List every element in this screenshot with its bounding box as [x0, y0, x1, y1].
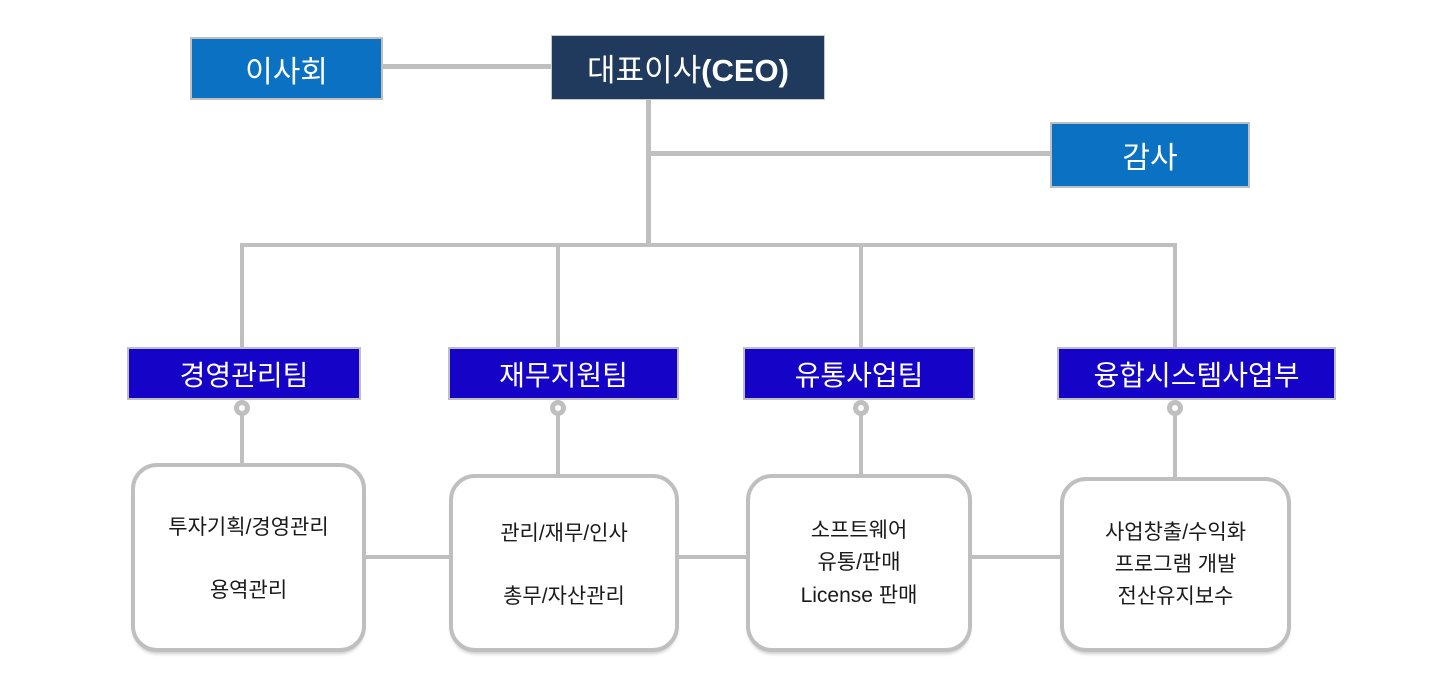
node-ceo: 대표이사(CEO): [551, 35, 825, 100]
connector-stem-duty4: [1173, 404, 1177, 479]
connection-dot-dept3: [853, 400, 869, 416]
duty-line: 관리/재무/인사: [500, 521, 628, 545]
duty-box-distribution: 소프트웨어 유통/판매 License 판매: [746, 474, 972, 652]
connection-dot-dept4: [1167, 400, 1183, 416]
duty-box-convergence: 사업창출/수익화 프로그램 개발 전산유지보수: [1060, 477, 1291, 652]
connector-board-ceo: [383, 64, 551, 69]
duty-line: 사업창출/수익화: [1104, 520, 1247, 544]
node-dept-label: 경영관리팀: [179, 359, 309, 391]
connector-stem-duty2: [556, 404, 560, 476]
node-dept-label: 재무지원팀: [499, 359, 628, 391]
connector-drop-dept1: [240, 245, 244, 347]
node-ceo-label: 대표이사(CEO): [587, 45, 789, 90]
node-dept-distribution: 유통사업팀: [743, 347, 975, 400]
node-dept-convergence: 융합시스템사업부: [1057, 347, 1336, 400]
node-ceo-label-en: (CEO): [701, 53, 789, 88]
duty-line: 유통/판매: [817, 551, 901, 575]
node-dept-label: 유통사업팀: [794, 359, 924, 391]
connector-duty1-duty2: [366, 555, 451, 559]
connector-stem-duty1: [240, 404, 244, 465]
connector-distribution-bar: [240, 243, 1177, 247]
duty-line: 용역관리: [209, 579, 288, 602]
connector-duty2-duty3: [679, 555, 746, 559]
duty-line: License 판매: [800, 583, 918, 607]
node-board-label: 이사회: [245, 55, 328, 89]
node-board: 이사회: [190, 37, 383, 100]
connector-duty3-duty4: [971, 555, 1061, 559]
duty-box-finance: 관리/재무/인사 총무/자산관리: [449, 474, 679, 652]
duty-line: 투자기획/경영관리: [168, 516, 329, 539]
node-dept-label: 융합시스템사업부: [1093, 359, 1300, 391]
connector-drop-dept2: [556, 245, 560, 347]
node-auditor: 감사: [1050, 122, 1250, 188]
node-dept-finance: 재무지원팀: [448, 347, 679, 400]
connection-dot-dept1: [234, 400, 250, 416]
connection-dot-dept2: [550, 400, 566, 416]
connector-drop-dept3: [859, 245, 863, 347]
connector-drop-dept4: [1173, 245, 1177, 347]
duty-box-management: 투자기획/경영관리 용역관리: [131, 463, 366, 652]
connector-ceo-auditor: [646, 151, 1050, 156]
duty-line: 프로그램 개발: [1114, 552, 1237, 576]
duty-line: 전산유지보수: [1117, 585, 1234, 609]
connector-stem-duty3: [859, 404, 863, 476]
node-auditor-label: 감사: [1122, 142, 1178, 175]
node-ceo-label-ko: 대표이사: [587, 53, 702, 88]
duty-line: 총무/자산관리: [503, 584, 625, 608]
connector-ceo-vertical: [646, 100, 651, 245]
duty-line: 소프트웨어: [810, 519, 908, 543]
node-dept-management: 경영관리팀: [127, 347, 361, 400]
